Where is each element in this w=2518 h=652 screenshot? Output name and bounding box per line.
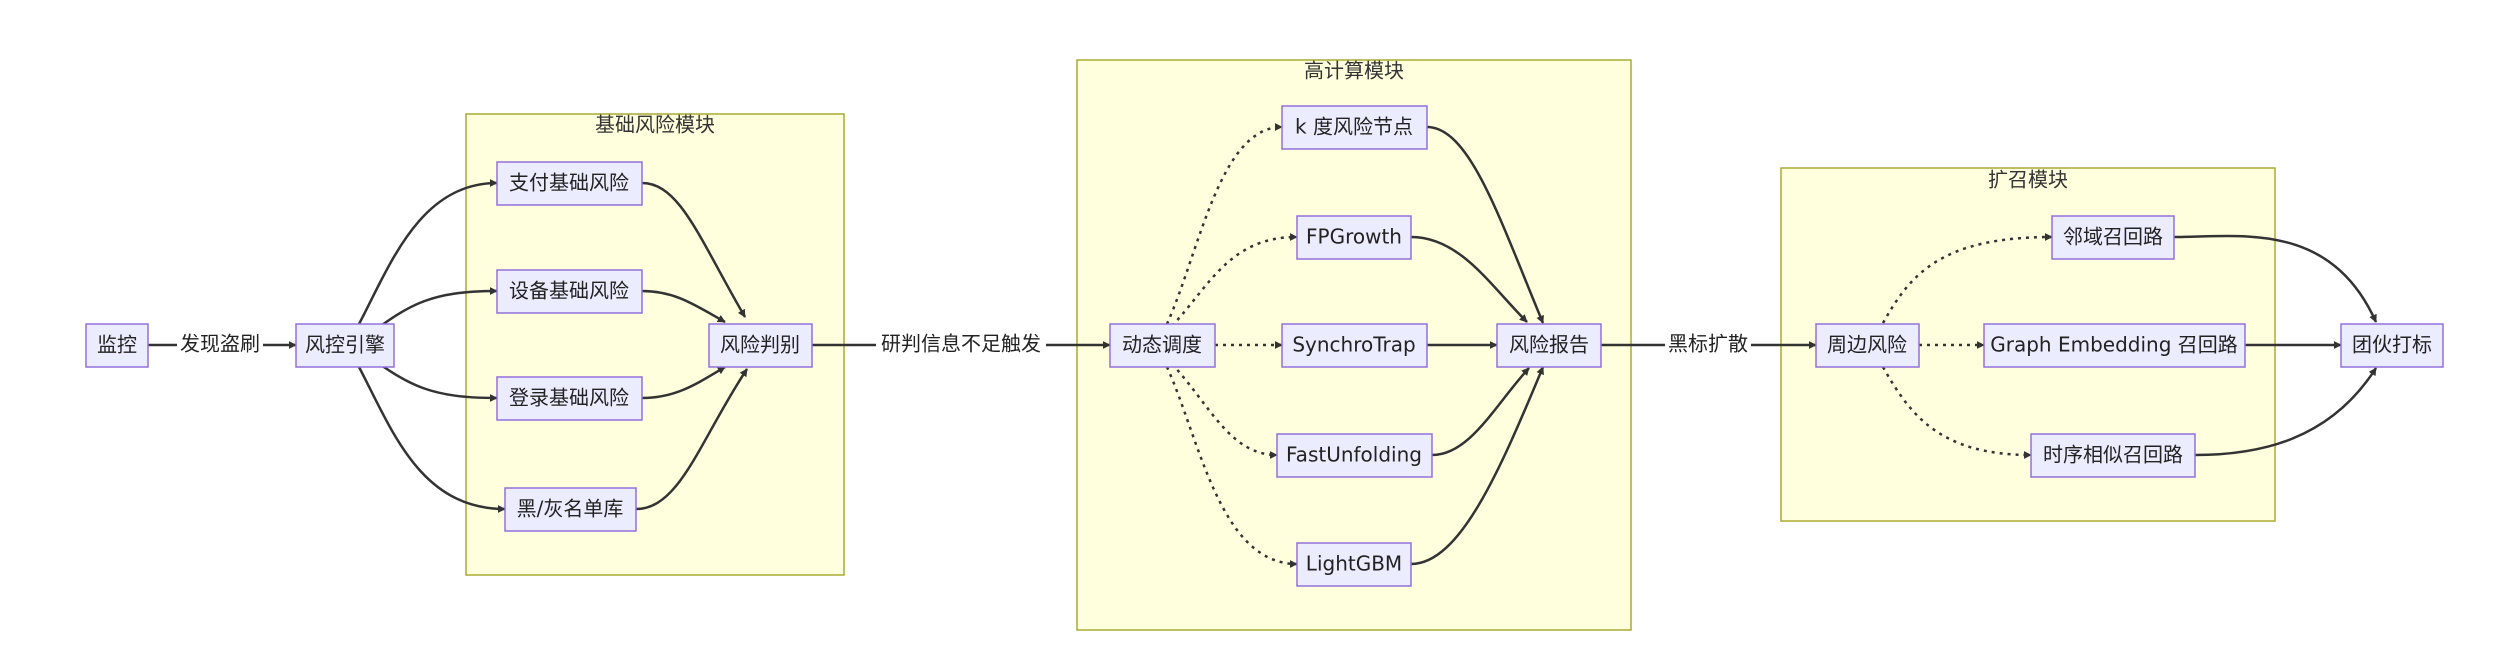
node-fastunfolding[interactable]: FastUnfolding bbox=[1276, 433, 1433, 478]
svg-text:FPGrowth: FPGrowth bbox=[1306, 225, 1402, 249]
edge-label-detect-fraud: 发现盗刷 bbox=[177, 331, 263, 359]
edge-dispatch-to-k-degree bbox=[1165, 123, 1283, 325]
svg-text:SynchroTrap: SynchroTrap bbox=[1292, 333, 1415, 357]
svg-text:团伙打标: 团伙打标 bbox=[2352, 333, 2432, 357]
svg-text:周边风险: 周边风险 bbox=[1827, 333, 1907, 357]
edge-label-blacklist-expand: 黑标扩散 bbox=[1665, 331, 1751, 359]
edge-dispatch-to-fastunfolding bbox=[1171, 363, 1278, 459]
node-blacklist[interactable]: 黑/灰名单库 bbox=[504, 487, 637, 532]
node-risk-report[interactable]: 风险报告 bbox=[1496, 323, 1602, 368]
edges bbox=[148, 123, 2378, 568]
node-gang-mark[interactable]: 团伙打标 bbox=[2340, 323, 2444, 368]
node-fpgrowth[interactable]: FPGrowth bbox=[1296, 215, 1412, 260]
edge-dispatch-to-fpgrowth bbox=[1171, 233, 1298, 327]
svg-text:风险报告: 风险报告 bbox=[1509, 333, 1589, 357]
cluster-recall-title: 扩召模块 bbox=[1988, 168, 2068, 192]
node-dynamic-dispatch[interactable]: 动态调度 bbox=[1109, 323, 1216, 368]
edge-temporal-to-gang bbox=[2194, 367, 2378, 457]
node-pay-basic-risk[interactable]: 支付基础风险 bbox=[496, 161, 643, 206]
edge-fpgrowth-to-report bbox=[1410, 235, 1528, 323]
svg-text:FastUnfolding: FastUnfolding bbox=[1286, 443, 1422, 467]
node-lightgbm[interactable]: LightGBM bbox=[1296, 542, 1412, 587]
svg-text:LightGBM: LightGBM bbox=[1306, 552, 1402, 576]
node-device-basic-risk[interactable]: 设备基础风险 bbox=[496, 269, 643, 314]
edge-login-risk-to-judge bbox=[641, 365, 726, 400]
node-graph-embedding-recall[interactable]: Graph Embedding 召回路 bbox=[1983, 323, 2246, 368]
svg-text:支付基础风险: 支付基础风险 bbox=[509, 171, 629, 195]
edge-dispatch-to-lightgbm bbox=[1165, 366, 1298, 568]
node-peripheral-risk[interactable]: 周边风险 bbox=[1815, 323, 1920, 368]
edge-label-insufficient-info: 研判信息不足触发 bbox=[876, 331, 1046, 359]
svg-text:风险判别: 风险判别 bbox=[720, 333, 800, 357]
svg-text:监控: 监控 bbox=[97, 333, 137, 357]
cluster-basic-risk-title: 基础风险模块 bbox=[595, 113, 715, 137]
node-login-basic-risk[interactable]: 登录基础风险 bbox=[496, 376, 643, 421]
edge-engine-to-blacklist bbox=[357, 366, 506, 513]
svg-text:邻域召回路: 邻域召回路 bbox=[2063, 225, 2163, 249]
edge-pay-risk-to-judge bbox=[641, 181, 747, 318]
node-neighbor-recall[interactable]: 邻域召回路 bbox=[2051, 215, 2175, 260]
edge-engine-to-pay-risk bbox=[357, 179, 498, 325]
edge-k-degree-to-report bbox=[1426, 125, 1545, 324]
edge-lightgbm-to-report bbox=[1410, 366, 1545, 566]
edge-device-risk-to-judge bbox=[641, 289, 726, 324]
svg-text:k 度风险节点: k 度风险节点 bbox=[1295, 115, 1413, 139]
node-k-degree-risk[interactable]: k 度风险节点 bbox=[1281, 105, 1428, 150]
node-risk-engine[interactable]: 风控引擎 bbox=[295, 323, 395, 368]
svg-text:发现盗刷: 发现盗刷 bbox=[180, 332, 260, 356]
node-risk-judge[interactable]: 风险判别 bbox=[708, 323, 813, 368]
svg-text:登录基础风险: 登录基础风险 bbox=[509, 386, 629, 410]
svg-text:时序相似召回路: 时序相似召回路 bbox=[2043, 443, 2183, 467]
node-synchrotrap[interactable]: SynchroTrap bbox=[1281, 323, 1428, 368]
svg-text:设备基础风险: 设备基础风险 bbox=[509, 279, 629, 303]
edge-peripheral-to-neighbor bbox=[1881, 233, 2053, 324]
svg-text:动态调度: 动态调度 bbox=[1122, 333, 1202, 357]
svg-text:研判信息不足触发: 研判信息不足触发 bbox=[881, 332, 1041, 356]
edge-neighbor-to-gang bbox=[2173, 234, 2378, 323]
svg-text:黑标扩散: 黑标扩散 bbox=[1668, 332, 1748, 356]
node-temporal-recall[interactable]: 时序相似召回路 bbox=[2030, 433, 2196, 478]
cluster-high-compute-title: 高计算模块 bbox=[1304, 59, 1404, 83]
svg-text:Graph Embedding 召回路: Graph Embedding 召回路 bbox=[1990, 333, 2238, 357]
edge-peripheral-to-temporal bbox=[1881, 366, 2032, 459]
edge-fastunfolding-to-report bbox=[1431, 367, 1530, 457]
node-monitor[interactable]: 监控 bbox=[85, 323, 149, 368]
svg-text:黑/灰名单库: 黑/灰名单库 bbox=[517, 497, 624, 521]
edge-blacklist-to-judge bbox=[635, 368, 749, 511]
svg-text:风控引擎: 风控引擎 bbox=[305, 333, 385, 357]
